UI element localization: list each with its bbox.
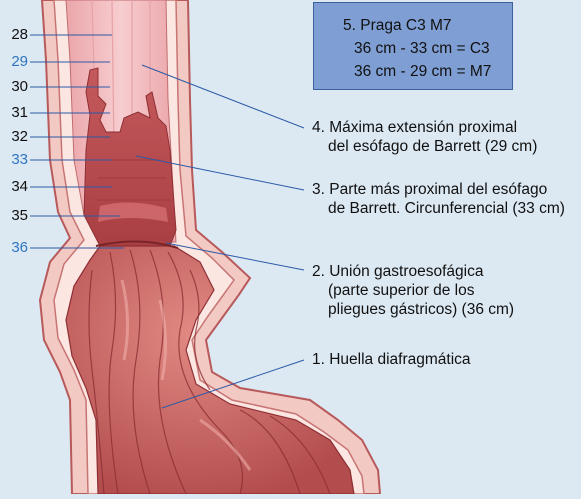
- annotation-2-line-2: (parte superior de los: [312, 281, 514, 300]
- scale-label-36: 36: [2, 239, 28, 256]
- scale-label-34: 34: [2, 178, 28, 195]
- annotation-circumferential-extent: 3. Parte más proximal del esófago de Bar…: [312, 180, 565, 218]
- scale-label-29: 29: [2, 53, 28, 70]
- annotation-diaphragmatic-pinch: 1. Huella diafragmática: [312, 350, 471, 369]
- annotation-4-line-1: 4. Máxima extensión proximal: [312, 118, 537, 137]
- praga-m-calculation: 36 cm - 29 cm = M7: [354, 62, 491, 81]
- annotation-3-line-1: 3. Parte más proximal del esófago: [312, 180, 565, 199]
- scale-label-33: 33: [2, 151, 28, 168]
- annotation-4-line-2: del esófago de Barrett (29 cm): [312, 137, 537, 156]
- annotation-2-line-3: pliegues gástricos) (36 cm): [312, 300, 514, 319]
- scale-label-30: 30: [2, 78, 28, 95]
- scale-label-31: 31: [2, 104, 28, 121]
- scale-label-28: 28: [2, 26, 28, 43]
- praga-title: 5. Praga C3 M7: [343, 16, 452, 35]
- annotation-gastroesophageal-junction: 2. Unión gastroesofágica (parte superior…: [312, 262, 514, 319]
- scale-label-35: 35: [2, 207, 28, 224]
- praga-classification-box: 5. Praga C3 M7 36 cm - 33 cm = C3 36 cm …: [313, 2, 513, 90]
- annotation-2-line-1: 2. Unión gastroesofágica: [312, 262, 514, 281]
- annotation-max-proximal-extent: 4. Máxima extensión proximal del esófago…: [312, 118, 537, 156]
- praga-c-calculation: 36 cm - 33 cm = C3: [354, 39, 490, 58]
- annotation-1-line-1: 1. Huella diafragmática: [312, 350, 471, 369]
- scale-label-32: 32: [2, 128, 28, 145]
- annotation-3-line-2: de Barrett. Circunferencial (33 cm): [312, 199, 565, 218]
